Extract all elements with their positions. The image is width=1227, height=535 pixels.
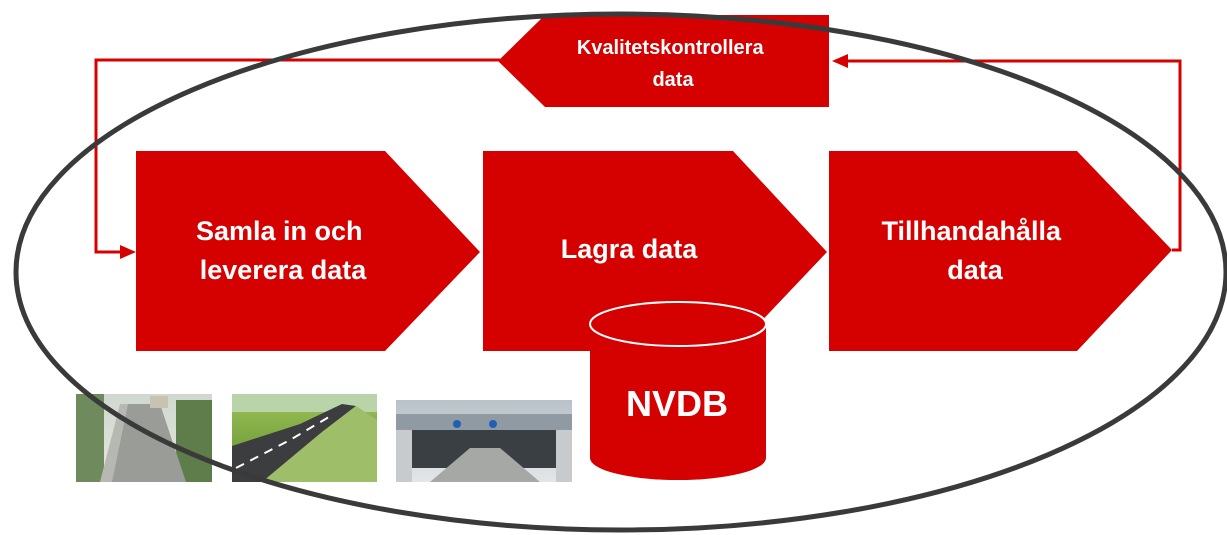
quality-control-shape <box>498 15 829 107</box>
narrow-road-photo <box>76 394 212 482</box>
collect-deliver-label: Samla in och leverera data <box>196 216 370 285</box>
loop-line-right <box>848 59 1182 252</box>
arrowhead-into-collect <box>120 245 136 259</box>
store-data-node: Lagra data <box>483 151 827 351</box>
store-data-shape <box>483 151 827 351</box>
collect-deliver-shape <box>136 151 480 351</box>
database-label: NVDB <box>626 383 728 424</box>
quality-control-node: Kvalitetskontrollera data <box>498 15 829 107</box>
grouping-ellipse <box>13 11 1227 533</box>
quality-control-label: Kvalitetskontrollera data <box>577 37 769 91</box>
provide-data-label: Tillhandahålla data <box>881 216 1068 285</box>
feedback-loop-connector <box>94 54 1182 259</box>
database-cylinder-top <box>589 301 767 347</box>
store-data-label: Lagra data <box>561 234 699 264</box>
collect-deliver-node: Samla in och leverera data <box>136 151 480 351</box>
provide-data-node: Tillhandahålla data <box>829 151 1172 351</box>
provide-data-shape <box>829 151 1172 351</box>
winding-road-photo <box>232 394 377 482</box>
nvdb-database: NVDB <box>589 301 767 480</box>
database-cylinder-bottom <box>590 436 766 480</box>
loop-line-left <box>94 58 500 254</box>
arrowhead-into-quality <box>832 54 848 68</box>
road-underpass-photo <box>396 400 572 482</box>
